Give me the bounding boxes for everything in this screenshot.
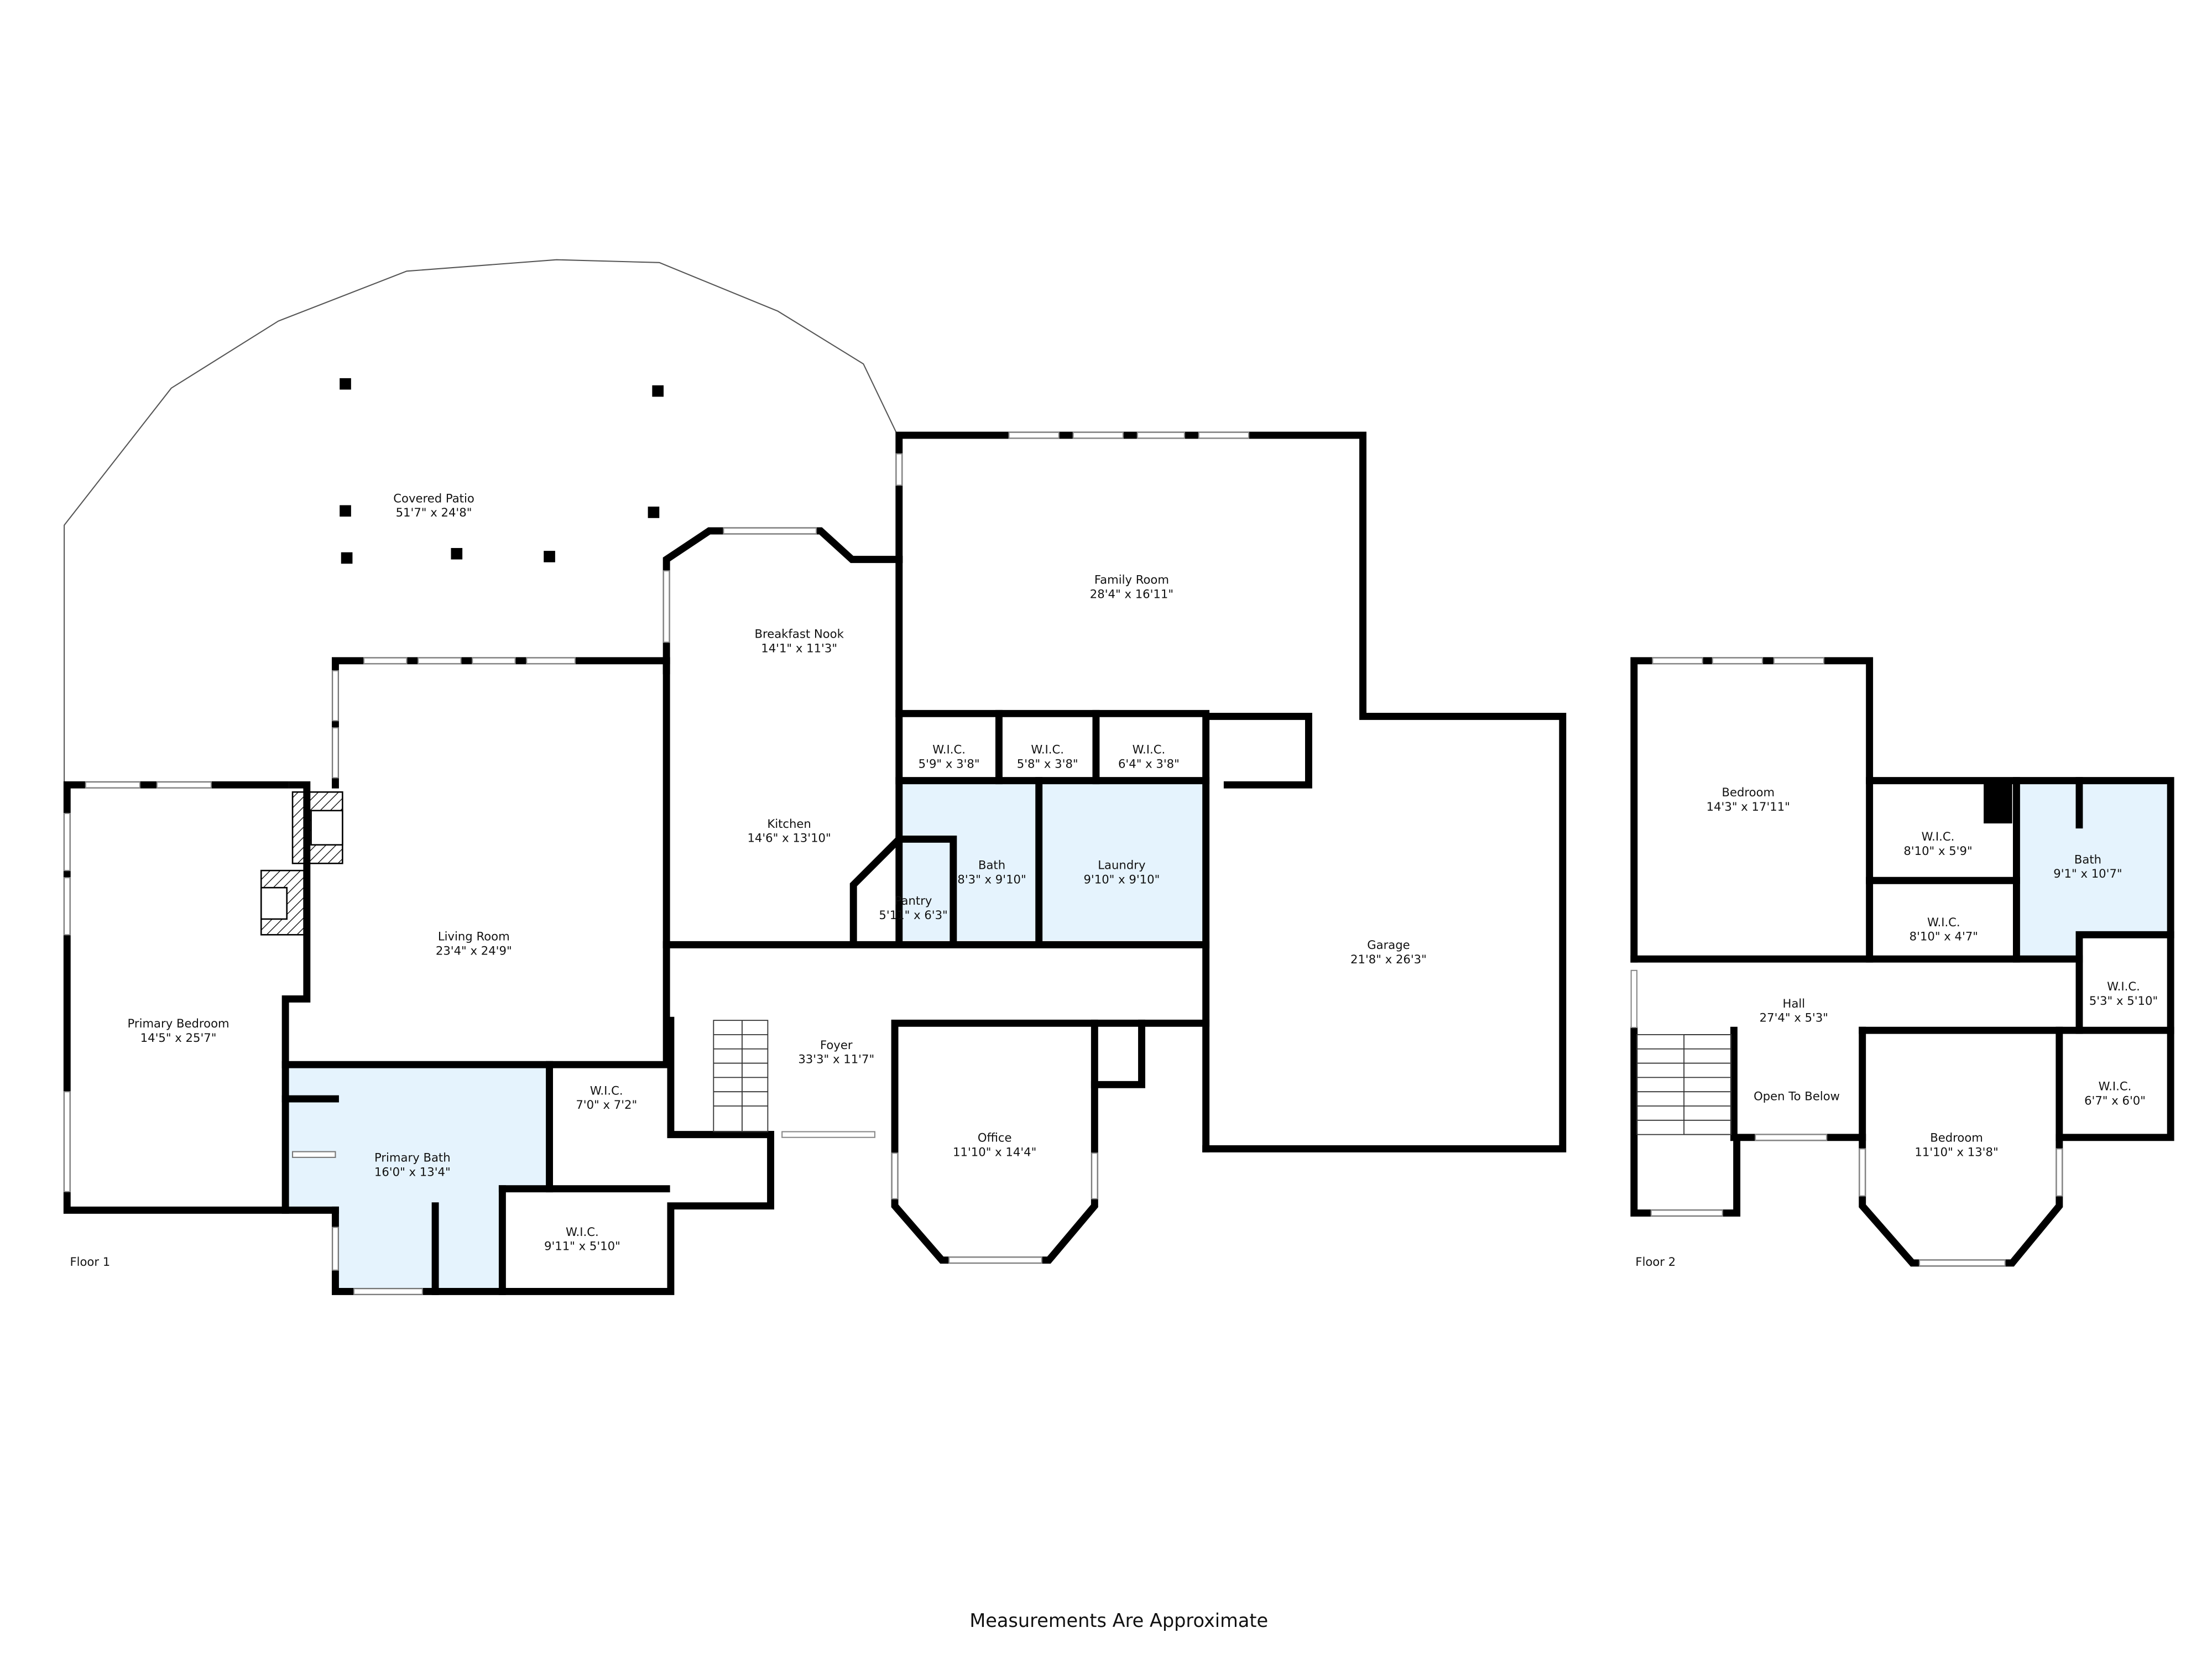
bath-fill	[2019, 783, 2168, 957]
bath-name: Bath	[2074, 852, 2101, 866]
wic-size: 6'7" x 6'0"	[2084, 1093, 2146, 1107]
stairs-floor-2	[1636, 1034, 1732, 1135]
wic-name: W.I.C.	[566, 1225, 599, 1239]
svg-text:W.I.C.6'7" x 6'0": W.I.C.6'7" x 6'0"	[2084, 1079, 2146, 1108]
covered-patio-size: 51'7" x 24'8"	[396, 505, 472, 519]
primary-bath-fill	[288, 1067, 548, 1289]
primary-bedroom-name: Primary Bedroom	[127, 1016, 229, 1030]
primary-bath-size: 16'0" x 13'4"	[374, 1165, 451, 1178]
wic-size: 8'10" x 5'9"	[1903, 844, 1972, 858]
wic-size: 5'9" x 3'8"	[919, 757, 980, 770]
svg-text:W.I.C.7'0" x 7'2": W.I.C.7'0" x 7'2"	[576, 1083, 637, 1112]
windows-floor-1	[64, 431, 1250, 1295]
wic-name: W.I.C.	[2099, 1079, 2132, 1093]
bedroom-size: 14'3" x 17'11"	[1707, 800, 1790, 813]
laundry-name: Laundry	[1098, 858, 1145, 872]
bath-size: 8'3" x 9'10"	[957, 872, 1026, 886]
floor-2-label: Floor 2	[1635, 1255, 1676, 1269]
primary-bedroom-size: 14'5" x 25'7"	[140, 1031, 217, 1045]
bedroom-name: Bedroom	[1721, 785, 1775, 799]
wic-name: W.I.C.	[932, 743, 966, 757]
wic-name: W.I.C.	[2107, 979, 2140, 993]
floor-1-label: Floor 1	[70, 1255, 110, 1269]
garage-size: 21'8" x 26'3"	[1350, 952, 1427, 966]
wic-name: W.I.C.	[1031, 743, 1064, 757]
windows-floor-2	[1630, 657, 2063, 1267]
family-room-name: Family Room	[1094, 572, 1169, 586]
bath-fill	[901, 783, 1038, 941]
bath-size: 9'1" x 10'7"	[2053, 867, 2122, 880]
foyer-size: 33'3" x 11'7"	[798, 1052, 874, 1066]
wic-size: 8'10" x 4'7"	[1910, 930, 1978, 943]
primary-bath-name: Primary Bath	[374, 1151, 451, 1165]
wic-name: W.I.C.	[1927, 915, 1960, 929]
living-room-size: 23'4" x 24'9"	[436, 943, 512, 957]
patio-posts	[340, 378, 664, 564]
wic-name: W.I.C.	[1133, 743, 1166, 757]
laundry-size: 9'10" x 9'10"	[1083, 872, 1160, 886]
walls-floor-2	[1630, 657, 2174, 1267]
wic-name: W.I.C.	[590, 1083, 623, 1097]
wic-size: 5'8" x 3'8"	[1017, 757, 1078, 770]
garage-name: Garage	[1367, 938, 1410, 952]
wic-size: 6'4" x 3'8"	[1118, 757, 1180, 770]
bedroom-name: Bedroom	[1930, 1131, 1983, 1145]
laundry-fill	[1041, 783, 1203, 941]
wic-size: 7'0" x 7'2"	[576, 1098, 637, 1112]
family-room-size: 28'4" x 16'11"	[1090, 587, 1173, 601]
pantry-name: Pantry	[895, 894, 932, 907]
svg-text:W.I.C.5'8" x 3'8": W.I.C.5'8" x 3'8"	[1017, 743, 1078, 771]
svg-text:W.I.C.8'10" x 4'7": W.I.C.8'10" x 4'7"	[1910, 915, 1978, 943]
footer-note: Measurements Are Approximate	[969, 1610, 1268, 1631]
covered-patio-outline	[64, 259, 897, 785]
hall-size: 27'4" x 5'3"	[1760, 1011, 1828, 1025]
living-room-name: Living Room	[438, 930, 510, 943]
wic-size: 9'11" x 5'10"	[544, 1239, 620, 1253]
bath-name: Bath	[978, 858, 1005, 872]
svg-text:W.I.C.5'3" x 5'10": W.I.C.5'3" x 5'10"	[2089, 979, 2158, 1008]
stairs-floor-1	[713, 1020, 769, 1133]
hall-name: Hall	[1783, 997, 1806, 1010]
covered-patio-name: Covered Patio	[393, 491, 474, 505]
svg-text:W.I.C.8'10" x 5'9": W.I.C.8'10" x 5'9"	[1903, 830, 1972, 858]
breakfast-nook-name: Breakfast Nook	[754, 627, 844, 641]
bedroom-size: 11'10" x 13'8"	[1914, 1145, 1998, 1159]
pantry-size: 5'11" x 6'3"	[879, 908, 947, 922]
office-size: 11'10" x 14'4"	[953, 1145, 1036, 1159]
svg-text:W.I.C.9'11" x 5'10": W.I.C.9'11" x 5'10"	[544, 1225, 620, 1253]
office-name: Office	[978, 1131, 1012, 1145]
wic-size: 5'3" x 5'10"	[2089, 994, 2158, 1008]
open-to-below-label: Open To Below	[1754, 1089, 1840, 1103]
wic-name: W.I.C.	[1922, 830, 1955, 843]
breakfast-nook-size: 14'1" x 11'3"	[761, 641, 837, 655]
svg-text:W.I.C.5'9" x 3'8": W.I.C.5'9" x 3'8"	[919, 743, 980, 771]
foyer-name: Foyer	[820, 1038, 853, 1052]
kitchen-size: 14'6" x 13'10"	[747, 831, 831, 845]
kitchen-name: Kitchen	[767, 817, 811, 831]
svg-text:W.I.C.6'4" x 3'8": W.I.C.6'4" x 3'8"	[1118, 743, 1180, 771]
